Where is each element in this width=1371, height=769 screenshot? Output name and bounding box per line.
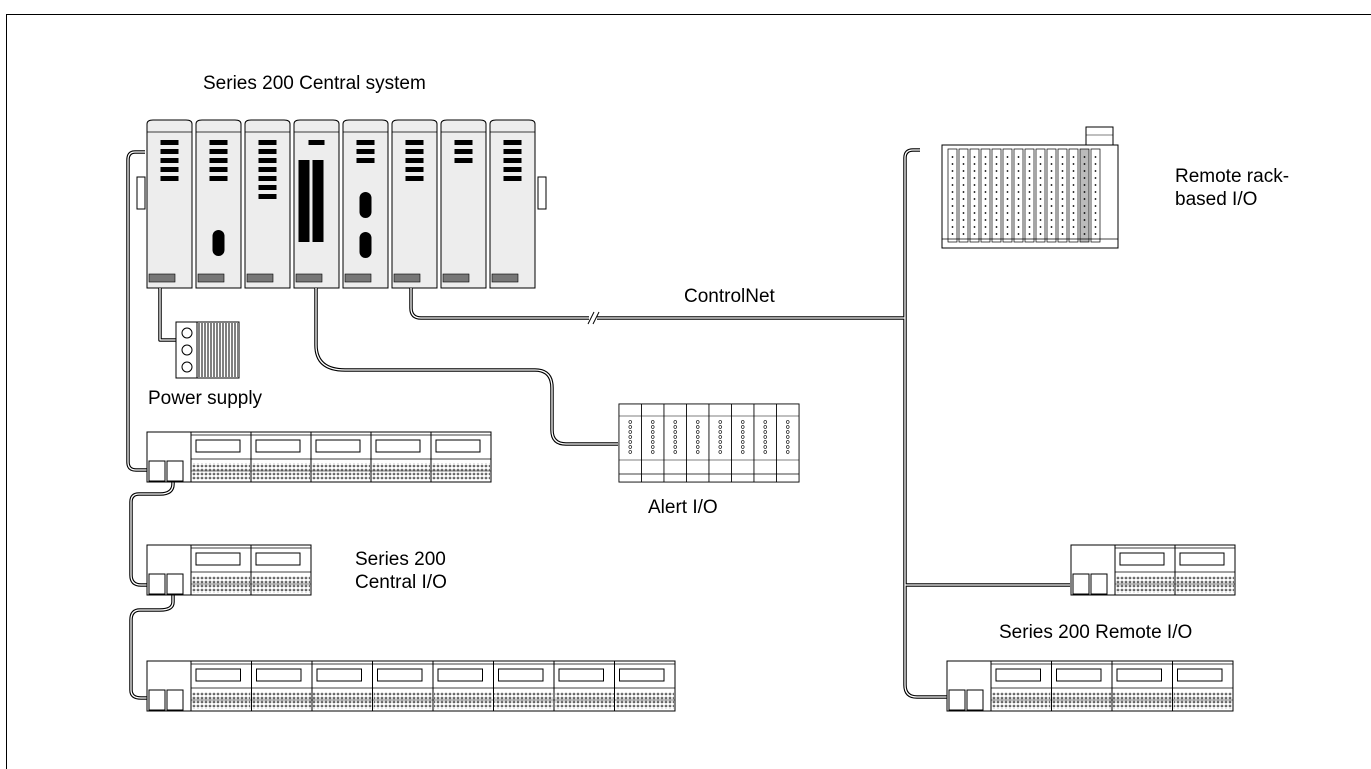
alert-io-module xyxy=(618,403,642,483)
remote-rack-slot xyxy=(1013,148,1024,243)
central-rack-module xyxy=(489,119,536,289)
remote-rack-slot xyxy=(980,148,991,243)
label-remote-rack-line2: based I/O xyxy=(1175,189,1258,210)
alert-io-module xyxy=(753,403,777,483)
remote-rack-slot xyxy=(1079,148,1090,243)
remote-rack-slot xyxy=(1068,148,1079,243)
io-module xyxy=(430,431,492,483)
io-module xyxy=(432,660,494,712)
io-module xyxy=(190,544,252,596)
io-module xyxy=(1111,660,1173,712)
remote-rack-slot xyxy=(1002,148,1013,243)
remote-io-row-1 xyxy=(1070,544,1236,596)
alert-io-module xyxy=(776,403,800,483)
remote-rack-slot xyxy=(958,148,969,243)
io-module xyxy=(553,660,615,712)
diagram-frame xyxy=(6,14,1371,769)
cable-break-mark xyxy=(587,311,600,325)
alert-io-module xyxy=(686,403,710,483)
io-module xyxy=(250,431,312,483)
io-rows xyxy=(146,431,1236,712)
central-io-row-3 xyxy=(146,660,676,712)
label-remote-io: Series 200 Remote I/O xyxy=(999,622,1193,643)
central-rack-module xyxy=(146,119,193,289)
label-power-supply: Power supply xyxy=(148,388,263,409)
remote-rack-slot xyxy=(1046,148,1057,243)
alert-io-module xyxy=(641,403,665,483)
central-rack-module xyxy=(244,119,291,289)
io-module xyxy=(372,660,434,712)
central-rack-module xyxy=(342,119,389,289)
io-module xyxy=(614,660,676,712)
remote-rack-slot xyxy=(1024,148,1035,243)
power-supply xyxy=(175,321,240,379)
io-module xyxy=(1172,660,1234,712)
label-remote-rack-line1: Remote rack- xyxy=(1175,166,1290,187)
central-io-row-1 xyxy=(146,431,492,483)
label-alert-io: Alert I/O xyxy=(648,497,718,518)
io-module xyxy=(370,431,432,483)
remote-rack-slot xyxy=(1090,148,1101,243)
central-rack-module xyxy=(293,119,340,289)
remote-rack-slot xyxy=(947,148,958,243)
alert-io-module xyxy=(663,403,687,483)
remote-rack-slot xyxy=(991,148,1002,243)
label-central-io-line2: Central I/O xyxy=(355,572,447,593)
remote-rack-io xyxy=(941,126,1119,249)
io-module xyxy=(190,431,252,483)
io-module xyxy=(1114,544,1176,596)
alert-io-module xyxy=(731,403,755,483)
label-central-io-line1: Series 200 xyxy=(355,549,446,570)
central-rack-module xyxy=(195,119,242,289)
io-module xyxy=(493,660,555,712)
label-controlnet: ControlNet xyxy=(684,286,775,307)
label-central-system: Series 200 Central system xyxy=(203,73,426,94)
io-module xyxy=(311,660,373,712)
remote-rack-slot xyxy=(969,148,980,243)
central-rack-module xyxy=(440,119,487,289)
remote-io-row-2 xyxy=(946,660,1234,712)
io-module xyxy=(190,660,252,712)
io-module xyxy=(250,544,312,596)
io-module xyxy=(990,660,1052,712)
alert-io-rack xyxy=(618,403,800,483)
central-rack-module xyxy=(391,119,438,289)
io-module xyxy=(310,431,372,483)
io-module xyxy=(1174,544,1236,596)
remote-rack-slot xyxy=(1035,148,1046,243)
remote-rack-slot xyxy=(1057,148,1068,243)
central-io-row-2 xyxy=(146,544,312,596)
io-module xyxy=(251,660,313,712)
io-module xyxy=(1051,660,1113,712)
central-rack xyxy=(136,119,547,289)
alert-io-module xyxy=(708,403,732,483)
